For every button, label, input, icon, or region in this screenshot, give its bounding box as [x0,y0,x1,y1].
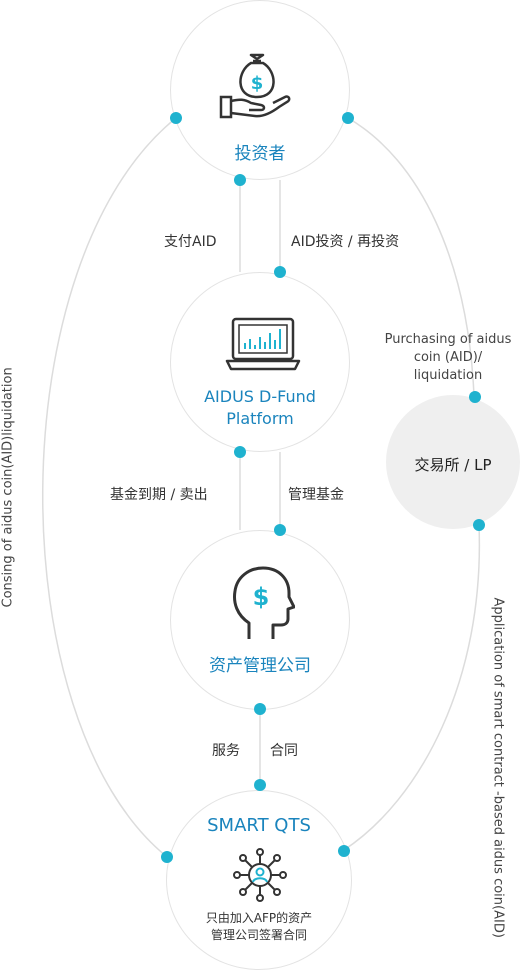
connector-dot [274,266,286,278]
network-user-icon [233,848,287,902]
connector-dot [234,446,246,458]
platform-label-line1: AIDUS D-Fund [204,387,316,406]
head-dollar-icon: $ [233,566,295,639]
left-arc-label: Consing of aidus coin(AID)liquidation [0,367,16,608]
purchasing-label-line1: Purchasing of aidus [384,332,512,347]
connector-dot [254,703,266,715]
connector-dot [338,845,350,857]
svg-text:$: $ [253,583,270,611]
pay-aid-label: 支付AID [164,234,217,250]
right-arc-label: Application of smart contract -based aid… [490,597,506,938]
connector-dot [469,391,481,403]
exchange-node: 交易所 / LP [386,395,520,529]
connector-dot [161,851,173,863]
purchasing-label-line3: liquidation [413,368,483,383]
connector-dot [234,174,246,186]
platform-label-line2: Platform [226,409,294,428]
connector-dot [170,112,182,124]
smart-qts-desc-line1: 只由加入AFP的资产 [205,911,313,925]
money-bag-hand-icon: $ [219,53,291,119]
platform-node: AIDUS D-Fund Platform [170,272,350,452]
smart-qts-desc-line2: 管理公司签署合同 [210,928,307,942]
smart-qts-label: SMART QTS [207,815,311,836]
purchasing-label-line2: coin (AID)/ [413,350,483,365]
connector-dot [473,519,485,531]
manage-fund-label: 管理基金 [288,487,344,503]
asset-manager-node: $ 资产管理公司 [170,530,350,710]
svg-text:$: $ [251,73,264,94]
service-label: 服务 [212,743,240,759]
laptop-chart-icon [225,317,301,371]
smart-qts-node: SMART QTS 只由加入AFP的资产 管理公司签署合同 [166,790,352,970]
fund-expire-label: 基金到期 / 卖出 [110,487,208,503]
aid-invest-label: AID投资 / 再投资 [291,234,400,250]
contract-label: 合同 [270,743,298,759]
investor-label: 投资者 [234,144,286,164]
connector-dot [342,112,354,124]
investor-node: $ 投资者 [170,0,350,180]
exchange-label: 交易所 / LP [414,456,492,474]
connector-dot [274,524,286,536]
connector-dot [254,779,266,791]
asset-manager-label: 资产管理公司 [209,656,311,676]
